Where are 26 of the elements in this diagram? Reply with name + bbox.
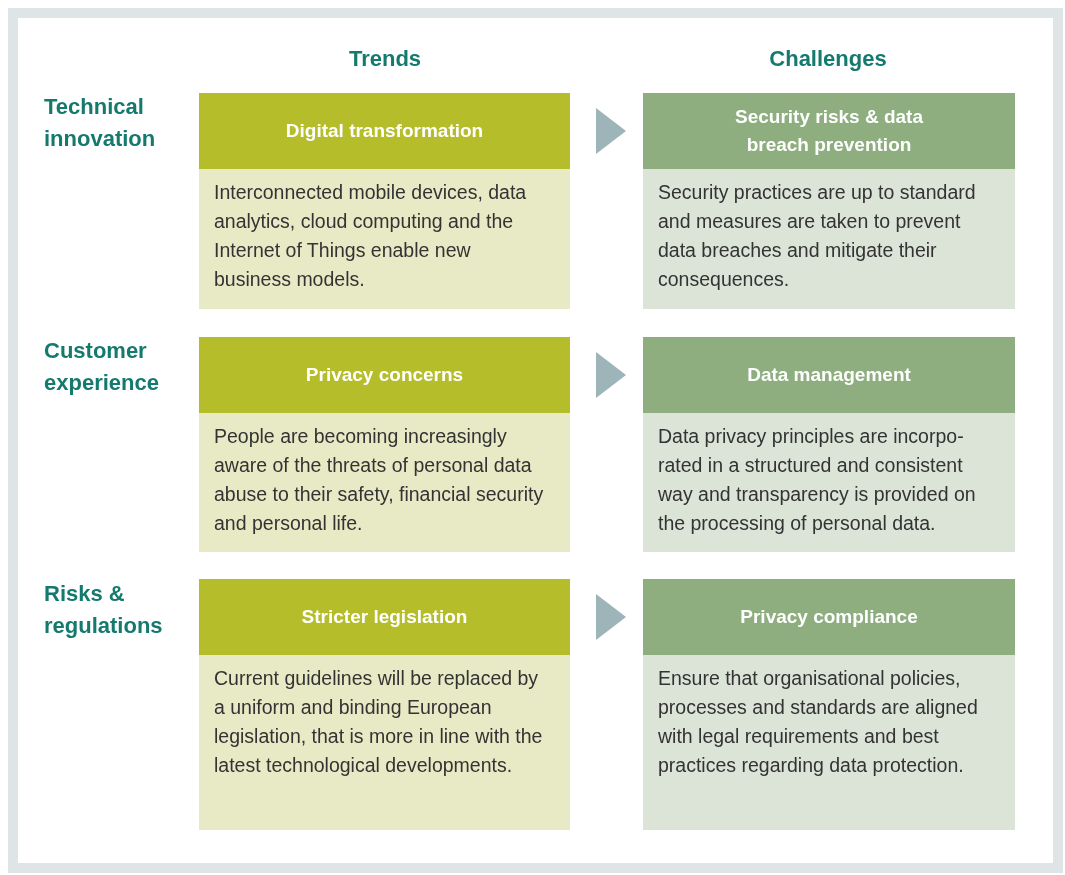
card-description: Security practices are up to standard and measures are taken to prevent data breaches and mitigate their consequences. [657,180,977,292]
card-header: Privacy compliance [643,579,1015,655]
column-heading: Trends [347,45,423,73]
card-header: Digital transformation [199,93,570,169]
trend-card [199,337,570,552]
card-description: Interconnected mobile devices, data analytics, cloud computing and the Internet of Things enable new business models. [213,180,528,292]
row-heading: Risks & regulations [44,580,164,640]
arrow [596,108,626,154]
card-header: Stricter legislation [199,579,570,655]
trend-card [643,93,1015,309]
card-header: Security risks & data breach prevention [643,93,1015,169]
card-description: Data privacy principles are incorpo-rated in a structured and consistent way and transparency is provided on the processing of personal data. [657,424,977,536]
card-description: Ensure that organisational policies, processes and standards are aligned with legal requirements and best practices regarding data protection. [657,666,979,778]
row-heading: Technical innovation [44,93,157,153]
column-heading: Challenges [768,45,888,73]
trend-card [643,337,1015,552]
trend-card [643,579,1015,830]
card-description: Current guidelines will be replaced by a uniform and binding European legislation, that is more in line with the latest technological developments. [213,666,544,778]
card-description: People are becoming increasingly aware of the threats of personal data abuse to their safety, financial security and personal life. [213,424,545,536]
arrow [596,352,626,398]
card-header: Privacy concerns [199,337,570,413]
row-heading: Customer experience [44,337,160,397]
trend-card [199,93,570,309]
trend-card [199,579,570,830]
arrow [596,594,626,640]
card-header: Data management [643,337,1015,413]
